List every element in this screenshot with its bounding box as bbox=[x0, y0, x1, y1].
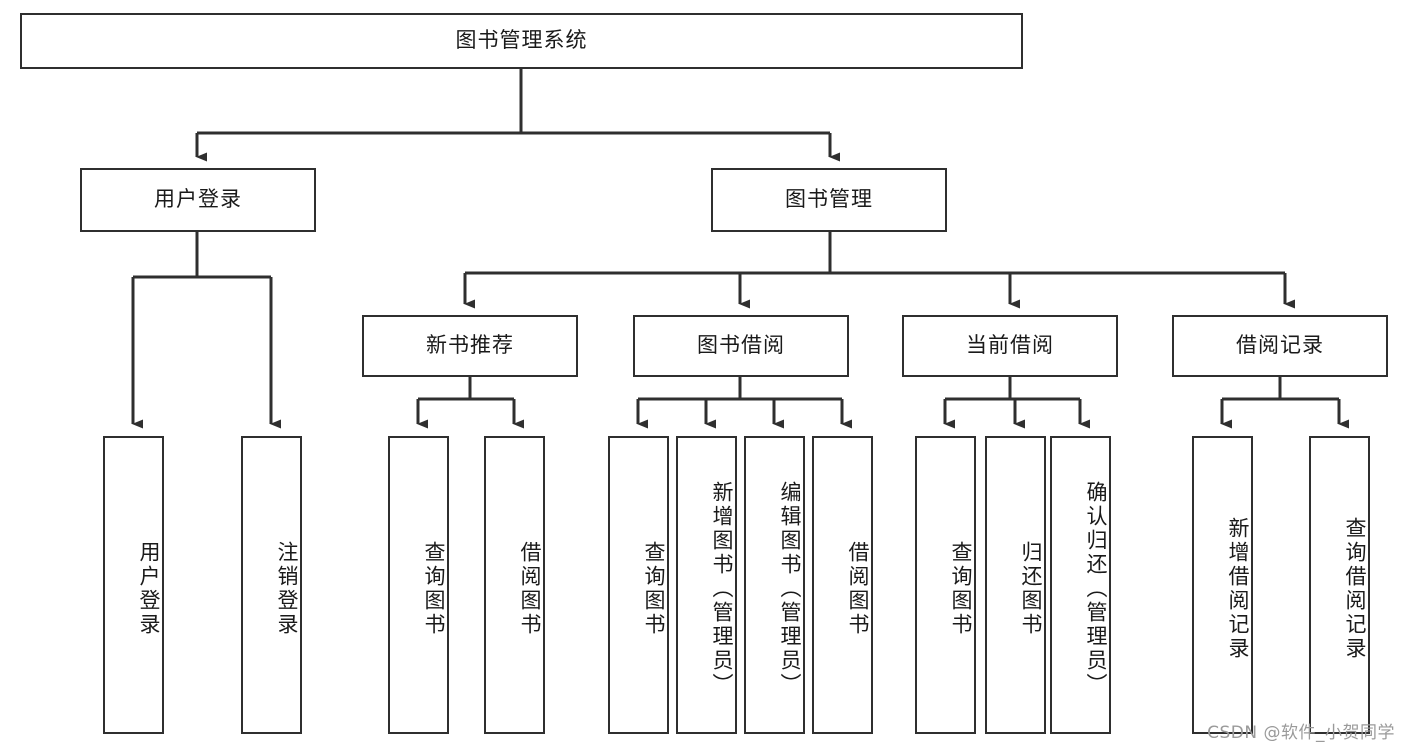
node-label: 图书管理系统 bbox=[455, 28, 588, 53]
node-borrow-record[interactable]: 借阅记录 bbox=[1172, 315, 1388, 377]
node-label: 用户登录 bbox=[137, 541, 161, 637]
leaf-current-borrow-return[interactable]: 归还图书 bbox=[985, 436, 1046, 734]
node-label: 用户登录 bbox=[154, 187, 242, 212]
node-label: 归还图书 bbox=[1019, 541, 1043, 637]
node-label: 查询借阅记录 bbox=[1343, 517, 1367, 661]
node-current-borrow[interactable]: 当前借阅 bbox=[902, 315, 1118, 377]
leaf-new-book-borrow[interactable]: 借阅图书 bbox=[484, 436, 545, 734]
leaf-user-login-login[interactable]: 用户登录 bbox=[103, 436, 164, 734]
node-label: 图书借阅 bbox=[697, 333, 785, 358]
leaf-borrow-record-query[interactable]: 查询借阅记录 bbox=[1309, 436, 1370, 734]
leaf-current-borrow-confirm-return[interactable]: 确认归还（管理员） bbox=[1050, 436, 1111, 734]
node-label: 确认归还（管理员） bbox=[1084, 481, 1108, 697]
node-new-book-recommend[interactable]: 新书推荐 bbox=[362, 315, 578, 377]
watermark-text: CSDN @软件_小贺同学 bbox=[1207, 723, 1395, 743]
node-label: 图书管理 bbox=[785, 187, 873, 212]
node-book-management[interactable]: 图书管理 bbox=[711, 168, 947, 232]
node-label: 借阅图书 bbox=[846, 541, 870, 637]
node-user-login[interactable]: 用户登录 bbox=[80, 168, 316, 232]
leaf-book-borrow-add[interactable]: 新增图书（管理员） bbox=[676, 436, 737, 734]
node-label: 查询图书 bbox=[642, 541, 666, 637]
node-label: 注销登录 bbox=[275, 541, 299, 637]
leaf-book-borrow-borrow[interactable]: 借阅图书 bbox=[812, 436, 873, 734]
node-root-system[interactable]: 图书管理系统 bbox=[20, 13, 1023, 69]
leaf-book-borrow-query[interactable]: 查询图书 bbox=[608, 436, 669, 734]
node-label: 查询图书 bbox=[422, 541, 446, 637]
node-label: 新增图书（管理员） bbox=[710, 481, 734, 697]
leaf-user-login-logout[interactable]: 注销登录 bbox=[241, 436, 302, 734]
node-label: 新书推荐 bbox=[426, 333, 514, 358]
leaf-new-book-query[interactable]: 查询图书 bbox=[388, 436, 449, 734]
node-label: 编辑图书（管理员） bbox=[778, 481, 802, 697]
node-label: 查询图书 bbox=[949, 541, 973, 637]
leaf-current-borrow-query[interactable]: 查询图书 bbox=[915, 436, 976, 734]
node-label: 新增借阅记录 bbox=[1226, 517, 1250, 661]
leaf-borrow-record-add[interactable]: 新增借阅记录 bbox=[1192, 436, 1253, 734]
node-label: 借阅图书 bbox=[518, 541, 542, 637]
node-book-borrow[interactable]: 图书借阅 bbox=[633, 315, 849, 377]
node-label: 当前借阅 bbox=[966, 333, 1054, 358]
leaf-book-borrow-edit[interactable]: 编辑图书（管理员） bbox=[744, 436, 805, 734]
node-label: 借阅记录 bbox=[1236, 333, 1324, 358]
